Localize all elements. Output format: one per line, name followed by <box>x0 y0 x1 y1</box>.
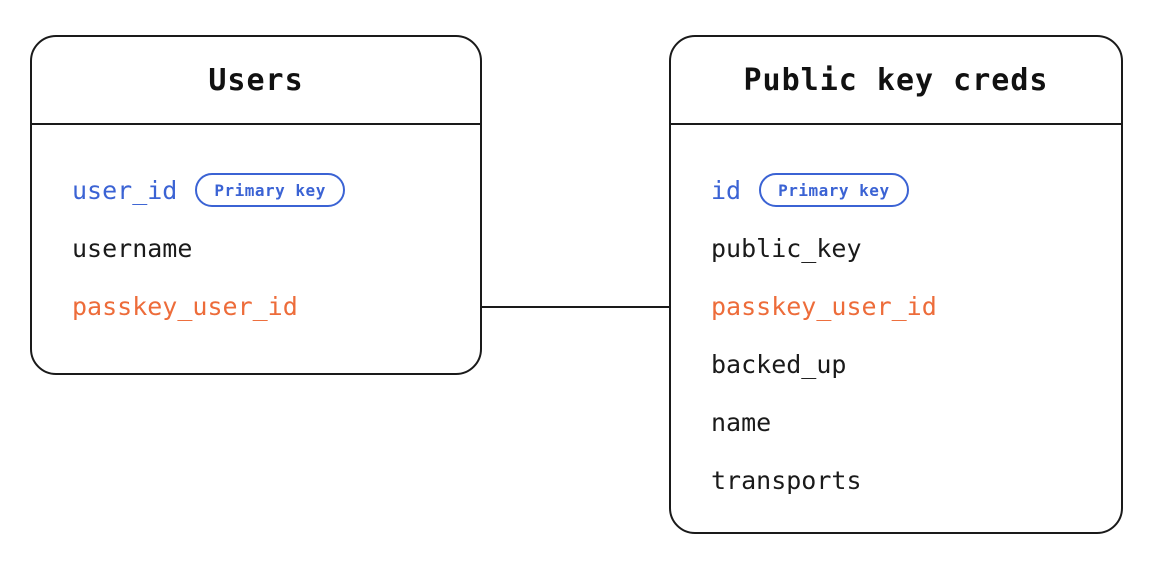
entity-public-key-creds-header: Public key creds <box>671 37 1121 125</box>
entity-public-key-creds-field-list: id Primary key public_key passkey_user_i… <box>671 125 1121 509</box>
field-row-passkey-user-id[interactable]: passkey_user_id <box>32 277 480 335</box>
field-name-backed-up: backed_up <box>711 349 847 379</box>
entity-public-key-creds[interactable]: Public key creds id Primary key public_k… <box>669 35 1123 534</box>
relationship-connector-line <box>480 306 671 308</box>
field-name-username: username <box>72 233 193 263</box>
field-row-public-key[interactable]: public_key <box>671 219 1121 277</box>
primary-key-badge: Primary key <box>195 173 345 207</box>
field-row-user-id[interactable]: user_id Primary key <box>32 161 480 219</box>
entity-public-key-creds-title: Public key creds <box>743 62 1049 98</box>
field-name-user-id: user_id <box>72 175 178 205</box>
field-row-backed-up[interactable]: backed_up <box>671 335 1121 393</box>
field-name-public-key: public_key <box>711 233 862 263</box>
field-row-username[interactable]: username <box>32 219 480 277</box>
entity-users-field-list: user_id Primary key username passkey_use… <box>32 125 480 335</box>
field-row-id[interactable]: id Primary key <box>671 161 1121 219</box>
entity-users[interactable]: Users user_id Primary key username passk… <box>30 35 482 375</box>
field-row-passkey-user-id[interactable]: passkey_user_id <box>671 277 1121 335</box>
field-name-passkey-user-id: passkey_user_id <box>711 291 937 321</box>
entity-users-header: Users <box>32 37 480 125</box>
field-name-transports: transports <box>711 465 862 495</box>
field-row-transports[interactable]: transports <box>671 451 1121 509</box>
field-name-name: name <box>711 407 772 437</box>
field-row-name[interactable]: name <box>671 393 1121 451</box>
field-name-id: id <box>711 175 742 205</box>
field-name-passkey-user-id: passkey_user_id <box>72 291 298 321</box>
entity-users-title: Users <box>208 62 304 98</box>
primary-key-badge: Primary key <box>759 173 909 207</box>
